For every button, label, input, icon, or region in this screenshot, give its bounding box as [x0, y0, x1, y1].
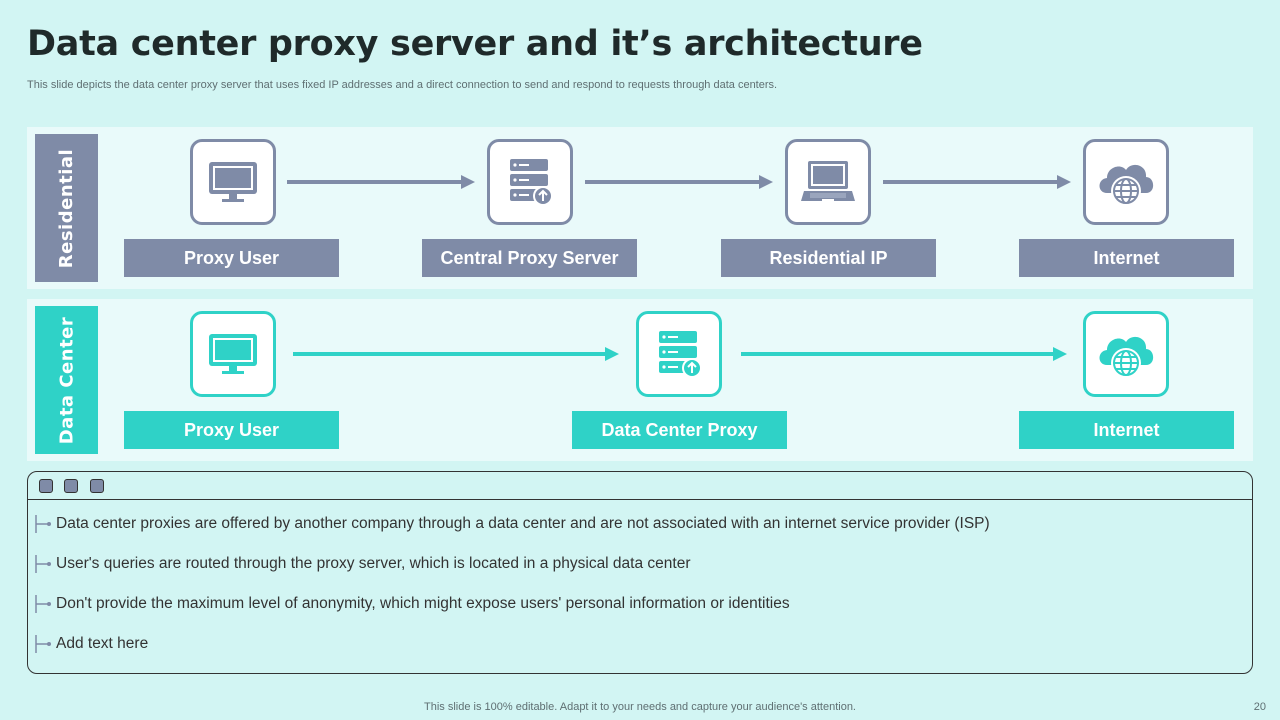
- node-label-proxy-user: Proxy User: [124, 411, 339, 449]
- cloud-globe-icon: [1083, 139, 1169, 225]
- datacenter-heading: Data Center: [56, 316, 77, 444]
- slide-subtitle: This slide depicts the data center proxy…: [27, 79, 778, 91]
- node-label-internet: Internet: [1019, 411, 1234, 449]
- arrow-right-icon: [741, 347, 1067, 361]
- server-icon: [487, 139, 573, 225]
- note-text: User's queries are routed through the pr…: [56, 555, 691, 572]
- note-item: Add text here: [33, 633, 148, 655]
- residential-panel: Residential Proxy User Central Proxy Ser…: [27, 127, 1253, 289]
- laptop-icon: [785, 139, 871, 225]
- footer-note: This slide is 100% editable. Adapt it to…: [424, 701, 856, 713]
- arrow-right-icon: [287, 175, 475, 189]
- note-item: User's queries are routed through the pr…: [33, 553, 691, 575]
- server-icon: [636, 311, 722, 397]
- arrow-right-icon: [585, 175, 773, 189]
- arrow-right-icon: [883, 175, 1071, 189]
- residential-heading: Residential: [56, 148, 78, 268]
- bullet-connector-icon: [35, 515, 51, 533]
- node-label-data-center-proxy: Data Center Proxy: [572, 411, 787, 449]
- node-label-proxy-user: Proxy User: [124, 239, 339, 277]
- window-dot-icon: [64, 479, 78, 493]
- datacenter-panel: Data Center Proxy User Data Center Proxy: [27, 299, 1253, 461]
- datacenter-heading-bar: Data Center: [35, 306, 98, 454]
- note-item: Data center proxies are offered by anoth…: [33, 513, 990, 535]
- monitor-icon: [190, 139, 276, 225]
- slide-title: Data center proxy server and it’s archit…: [27, 24, 923, 64]
- notes-box: Data center proxies are offered by anoth…: [27, 471, 1253, 674]
- node-label-internet: Internet: [1019, 239, 1234, 277]
- node-label-residential-ip: Residential IP: [721, 239, 936, 277]
- residential-heading-bar: Residential: [35, 134, 98, 282]
- notes-header-bar: [28, 472, 1252, 500]
- bullet-connector-icon: [35, 595, 51, 613]
- note-item: Don't provide the maximum level of anony…: [33, 593, 790, 615]
- bullet-connector-icon: [35, 635, 51, 653]
- bullet-connector-icon: [35, 555, 51, 573]
- note-text: Data center proxies are offered by anoth…: [56, 515, 990, 532]
- node-label-central-proxy-server: Central Proxy Server: [422, 239, 637, 277]
- monitor-icon: [190, 311, 276, 397]
- arrow-right-icon: [293, 347, 619, 361]
- window-dot-icon: [39, 479, 53, 493]
- window-dot-icon: [90, 479, 104, 493]
- note-text: Add text here: [56, 635, 149, 652]
- page-number: 20: [1253, 701, 1266, 713]
- cloud-globe-icon: [1083, 311, 1169, 397]
- note-text: Don't provide the maximum level of anony…: [56, 595, 790, 612]
